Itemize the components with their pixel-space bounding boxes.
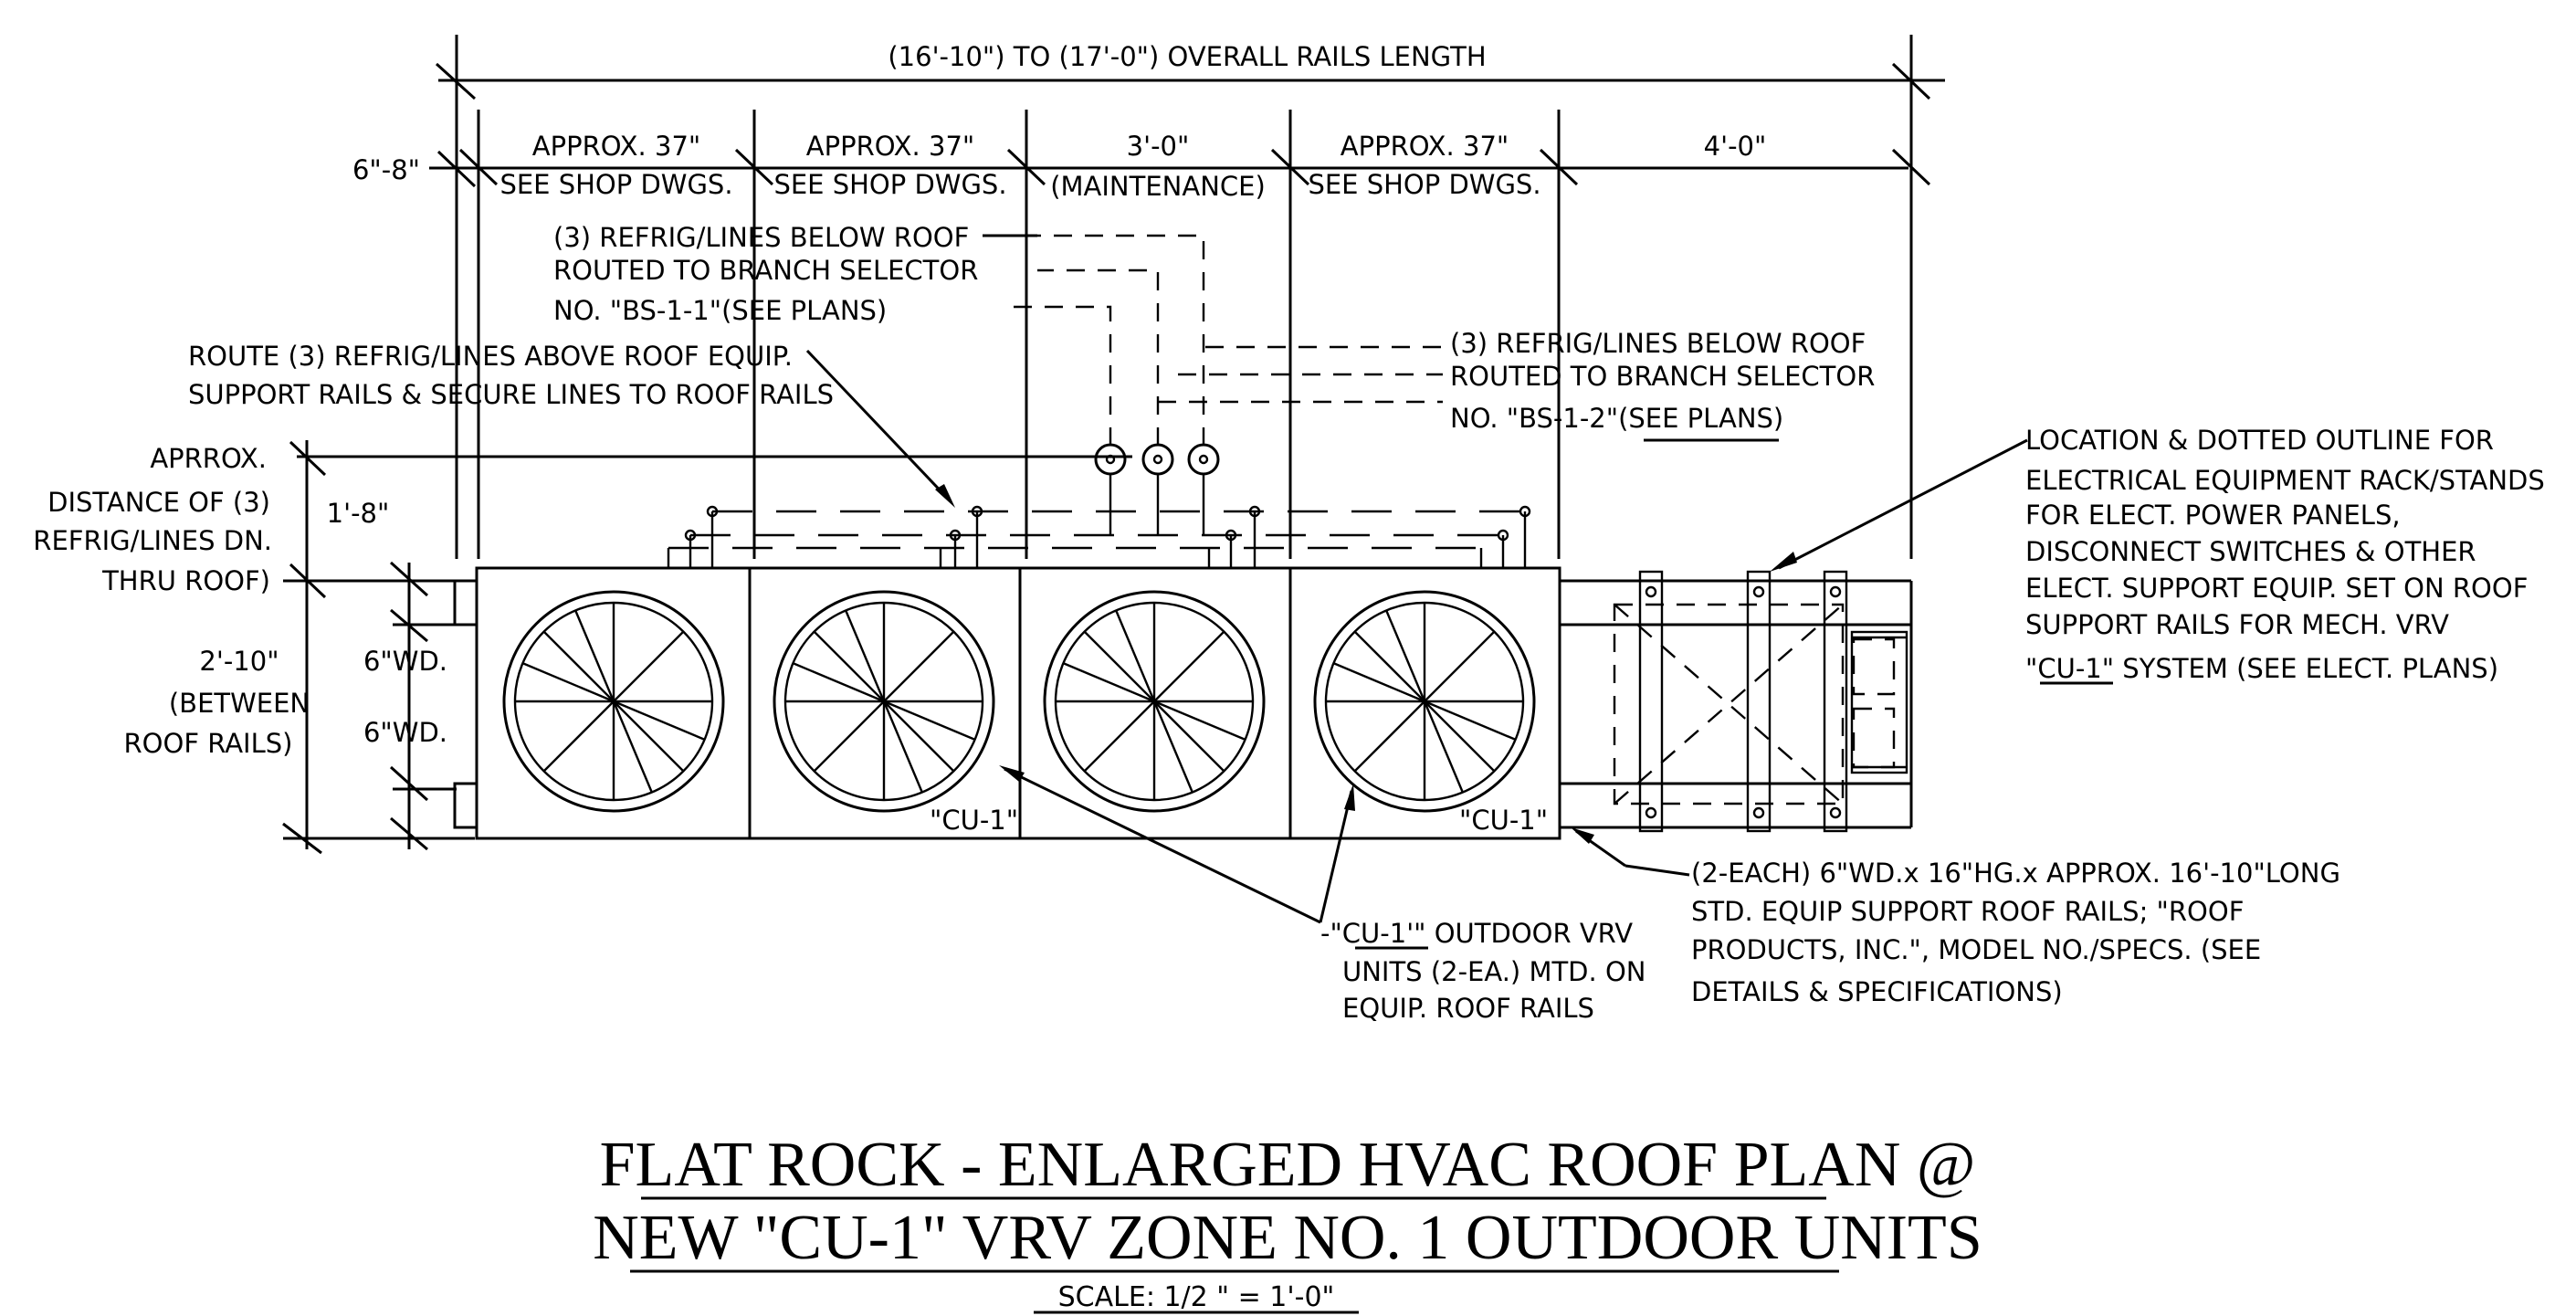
note-route-above: ROUTE (3) REFRIG/LINES ABOVE ROOF EQUIP.… — [188, 341, 834, 410]
note-bs12: (3) REFRIG/LINES BELOW ROOF ROUTED TO BR… — [1450, 328, 1875, 434]
fan-1 — [502, 590, 725, 813]
between-rails-dim-3: ROOF RAILS) — [124, 728, 293, 759]
note-elect-line2: ELECTRICAL EQUIPMENT RACK/STANDS — [2025, 465, 2545, 496]
leader-lines — [805, 349, 2028, 924]
note-cu1-line2: UNITS (2-EA.) MTD. ON — [1342, 956, 1645, 987]
note-rails-line2: STD. EQUIP SUPPORT ROOF RAILS; "ROOF — [1691, 896, 2244, 927]
note-cu1-line3: EQUIP. ROOF RAILS — [1342, 993, 1594, 1024]
refrigerant-lines — [667, 234, 1531, 568]
note-distance-line4: THRU ROOF) — [101, 565, 270, 596]
note-route-line2: SUPPORT RAILS & SECURE LINES TO ROOF RAI… — [188, 379, 834, 410]
seg3-dim-top: 3'-0" — [1127, 131, 1190, 162]
note-elect-rack: LOCATION & DOTTED OUTLINE FOR ELECTRICAL… — [2025, 425, 2545, 685]
between-rails-dim-2: (BETWEEN — [169, 688, 310, 719]
note-bs12-line1: (3) REFRIG/LINES BELOW ROOF — [1450, 328, 1866, 359]
note-distance-line1: APRROX. — [150, 443, 267, 474]
fan-4 — [1313, 590, 1536, 813]
note-elect-line7: "CU-1" SYSTEM (SEE ELECT. PLANS) — [2025, 653, 2498, 684]
drawing-title-line2: NEW "CU-1" VRV ZONE NO. 1 OUTDOOR UNITS — [593, 1203, 1982, 1273]
seg3-dim-bottom: (MAINTENANCE) — [1050, 171, 1266, 202]
note-rails: (2-EACH) 6"WD.x 16"HG.x APPROX. 16'-10"L… — [1691, 858, 2340, 1007]
overall-length-dim: (16'-10") TO (17'-0") OVERALL RAILS LENG… — [888, 41, 1486, 72]
note-bs11: (3) REFRIG/LINES BELOW ROOF ROUTED TO BR… — [553, 222, 978, 326]
seg2-dim-bottom: SEE SHOP DWGS. — [773, 169, 1006, 200]
seg4-dim-top: APPROX. 37" — [1341, 131, 1509, 162]
between-rails-dim-1: 2'-10" — [199, 646, 279, 677]
seg1-dim-top: APPROX. 37" — [532, 131, 700, 162]
note-distance-line2: DISTANCE OF (3) — [47, 487, 270, 518]
dimension-lines — [282, 35, 1945, 855]
note-bs12-line3: NO. "BS-1-2"(SEE PLANS) — [1450, 403, 1783, 434]
electrical-rack — [1613, 570, 1908, 833]
fan-2 — [773, 590, 995, 813]
outdoor-units — [453, 566, 1913, 840]
note-bs11-line3: NO. "BS-1-1"(SEE PLANS) — [553, 295, 887, 326]
unit-label-left: "CU-1" — [930, 805, 1018, 836]
note-bs12-line2: ROUTED TO BRANCH SELECTOR — [1450, 361, 1875, 392]
seg1-dim-bottom: SEE SHOP DWGS. — [499, 169, 732, 200]
note-rails-line3: PRODUCTS, INC.", MODEL NO./SPECS. (SEE — [1691, 934, 2261, 965]
note-elect-line5: ELECT. SUPPORT EQUIP. SET ON ROOF — [2025, 573, 2528, 604]
note-elect-line1: LOCATION & DOTTED OUTLINE FOR — [2025, 425, 2494, 456]
rail-width-dim-b: 6"WD. — [363, 717, 447, 748]
note-rails-line1: (2-EACH) 6"WD.x 16"HG.x APPROX. 16'-10"L… — [1691, 858, 2340, 889]
note-elect-line6: SUPPORT RAILS FOR MECH. VRV — [2025, 609, 2449, 640]
drawing-title-line1: FLAT ROCK - ENLARGED HVAC ROOF PLAN @ — [600, 1130, 1976, 1200]
note-distance: APRROX. DISTANCE OF (3) REFRIG/LINES DN.… — [33, 443, 272, 596]
unit-label-right: "CU-1" — [1459, 805, 1548, 836]
drawing-scale: SCALE: 1/2 " = 1'-0" — [1058, 1281, 1335, 1313]
refrig-offset-dim: 1'-8" — [327, 498, 390, 529]
note-bs11-line2: ROUTED TO BRANCH SELECTOR — [553, 255, 978, 286]
note-bs11-line1: (3) REFRIG/LINES BELOW ROOF — [553, 222, 969, 253]
seg5-dim: 4'-0" — [1704, 131, 1767, 162]
note-cu1-units: -"CU-1'" OUTDOOR VRV UNITS (2-EA.) MTD. … — [1320, 918, 1645, 1024]
seg4-dim-bottom: SEE SHOP DWGS. — [1308, 169, 1540, 200]
note-distance-line3: REFRIG/LINES DN. — [33, 525, 272, 556]
seg2-dim-top: APPROX. 37" — [806, 131, 974, 162]
note-elect-line3: FOR ELECT. POWER PANELS, — [2025, 500, 2401, 531]
note-cu1-line1: -"CU-1'" OUTDOOR VRV — [1320, 918, 1633, 949]
fan-3 — [1043, 590, 1266, 813]
left-offset-dim: 6"-8" — [352, 154, 420, 185]
rail-width-dim-a: 6"WD. — [363, 646, 447, 677]
note-route-line1: ROUTE (3) REFRIG/LINES ABOVE ROOF EQUIP. — [188, 341, 793, 372]
note-rails-line4: DETAILS & SPECIFICATIONS) — [1691, 976, 2063, 1007]
note-elect-line4: DISCONNECT SWITCHES & OTHER — [2025, 536, 2476, 567]
